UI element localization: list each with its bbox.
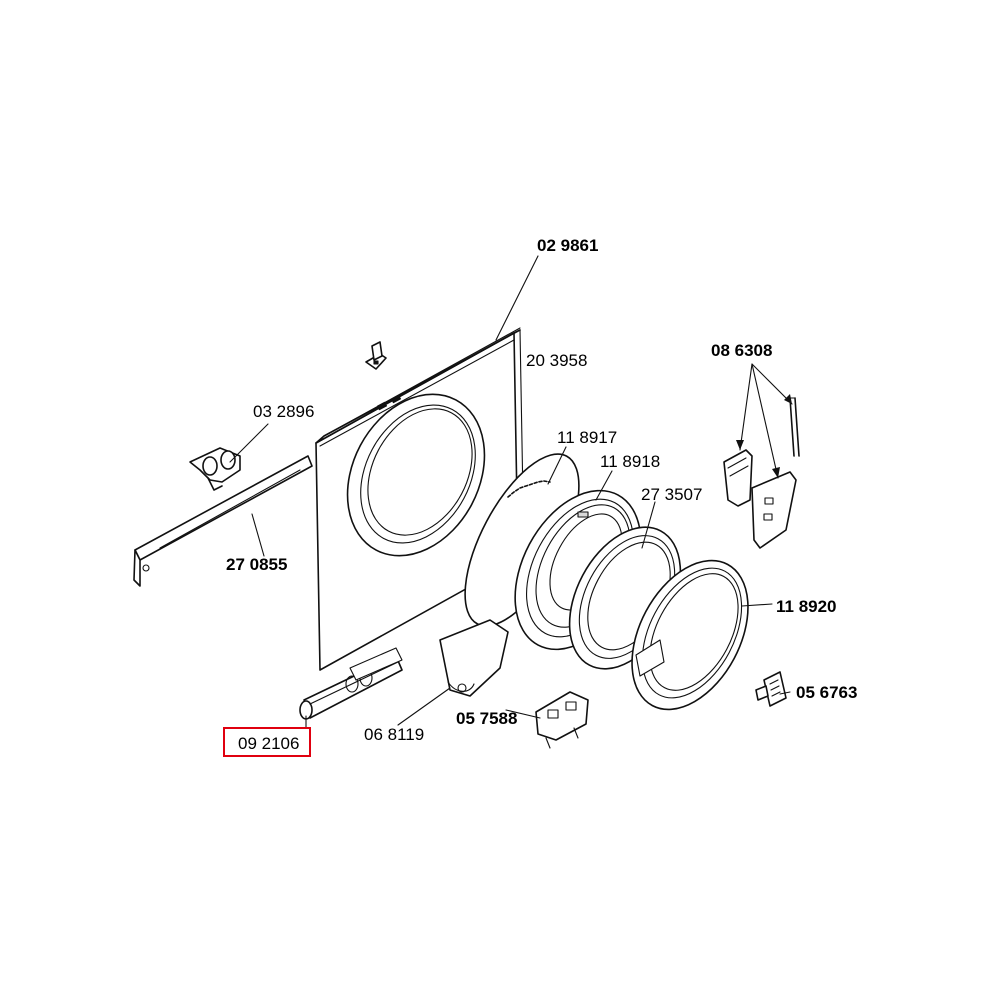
part-label-11-8917: 11 8917 <box>557 428 618 447</box>
part-label-20-3958: 20 3958 <box>526 351 588 370</box>
part-label-27-0855: 27 0855 <box>226 555 288 574</box>
part-label-11-8920: 11 8920 <box>776 597 837 616</box>
hinge-clip <box>189 447 241 491</box>
leader-lines <box>229 255 793 729</box>
part-label-27-3507: 27 3507 <box>641 485 703 504</box>
part-label-09-2106: 09 2106 <box>238 734 300 753</box>
part-label-05-6763: 05 6763 <box>796 683 858 702</box>
highlight-box <box>223 727 311 757</box>
door-rail <box>133 455 313 587</box>
part-label-11-8918: 11 8918 <box>600 452 661 471</box>
outer-door-ring <box>631 559 749 711</box>
part-label-05-7588: 05 7588 <box>456 709 518 728</box>
small-clip <box>755 671 787 707</box>
part-label-06-8119: 06 8119 <box>364 725 425 744</box>
part-label-08-6308: 08 6308 <box>711 341 773 360</box>
door-hinge <box>723 397 800 549</box>
top-bracket <box>365 341 387 370</box>
lock-bracket <box>535 691 589 749</box>
hinge-bar <box>299 647 403 720</box>
part-label-02-9861: 02 9861 <box>537 236 599 255</box>
door-handle <box>439 619 509 697</box>
part-label-03-2896: 03 2896 <box>253 402 315 421</box>
